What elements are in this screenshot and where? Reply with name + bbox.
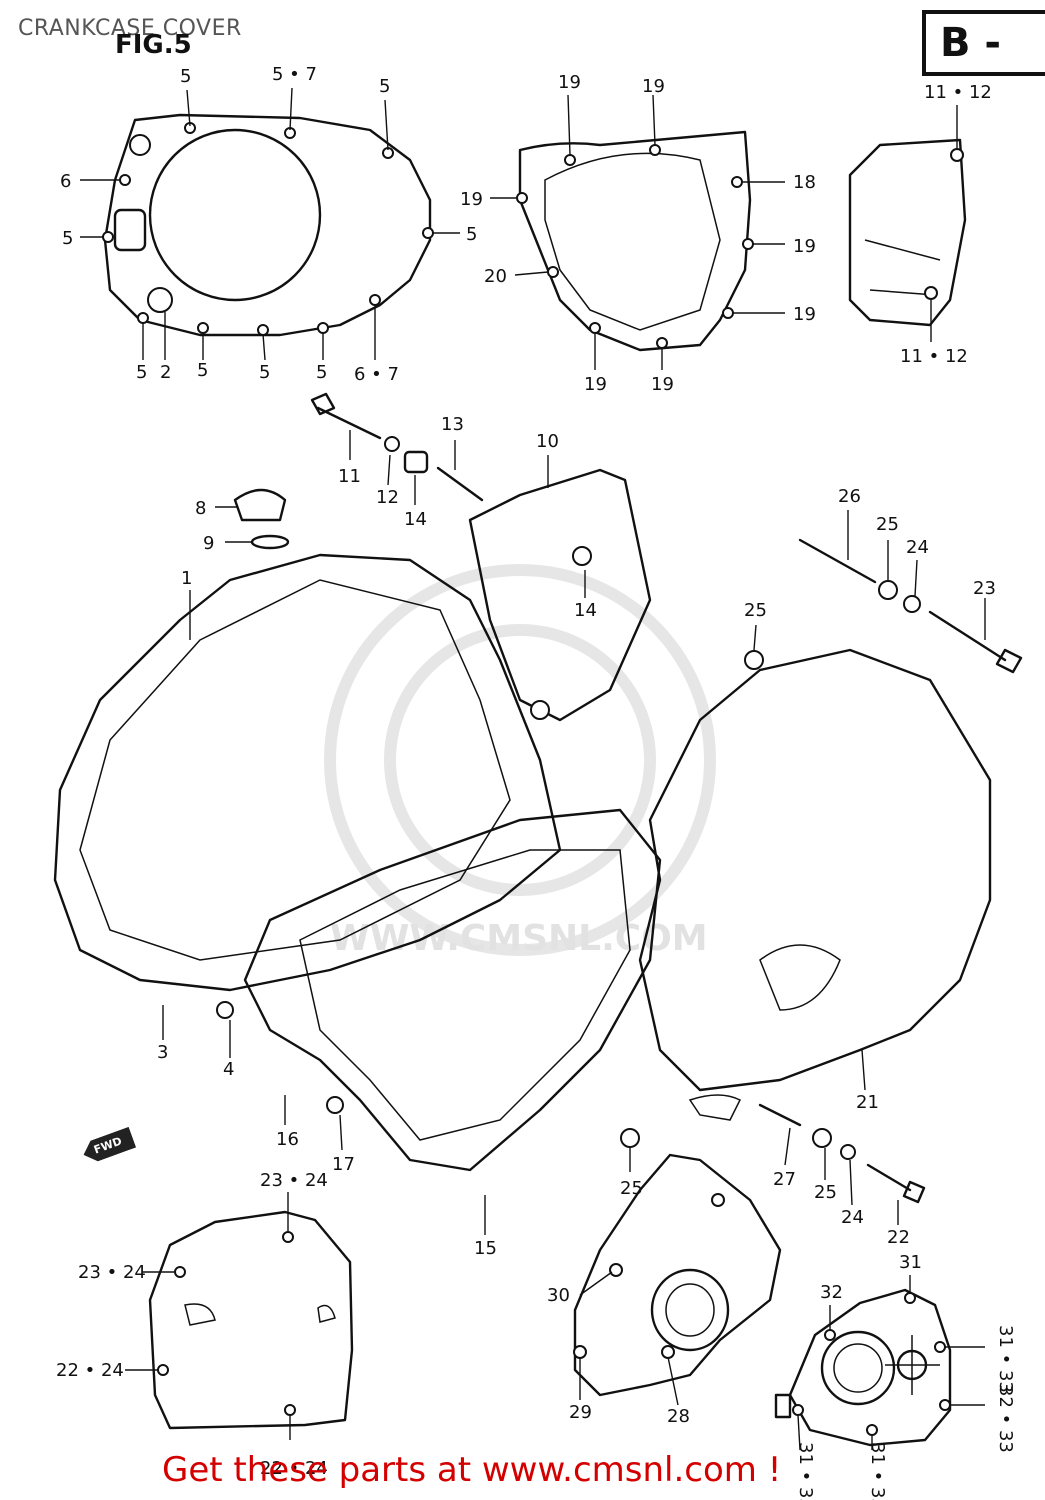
page-title: CRANKCASE COVER (18, 16, 242, 41)
callout-label: 5 (197, 360, 208, 381)
callout-label: 19 (642, 76, 665, 97)
callout-label: 18 (793, 172, 816, 193)
callout-label: 20 (484, 266, 507, 287)
callout-label: 22 • 24 (56, 1360, 124, 1381)
callout-label: 21 (856, 1092, 879, 1113)
callout-label: 5 (466, 224, 477, 245)
callout-label: 31 (899, 1252, 922, 1273)
callout-label: 23 (973, 578, 996, 599)
chain-guard (468, 468, 652, 722)
callout-label: 29 (569, 1402, 592, 1423)
callout-label: 17 (332, 1154, 355, 1175)
callout-label: 23 • 24 (260, 1170, 328, 1191)
pump-cover (774, 1288, 952, 1447)
callout-label: 23 • 24 (78, 1262, 146, 1283)
callout-label: 19 (651, 374, 674, 395)
callout-label: 19 (793, 236, 816, 257)
callout-label: 12 (376, 487, 399, 508)
callout-label: 11 • 12 (900, 346, 968, 367)
callout-label: 27 (773, 1169, 796, 1190)
hardware-pieces (233, 392, 1023, 1204)
callout-label: 5 • 7 (272, 64, 317, 85)
section-badge: B - (922, 10, 1045, 76)
callout-label: 8 (195, 498, 206, 519)
callout-label: 5 (316, 362, 327, 383)
callout-label: 32 (820, 1282, 843, 1303)
callout-label: 14 (574, 600, 597, 621)
callout-label: 25 (876, 514, 899, 535)
callout-label: 25 (620, 1178, 643, 1199)
callout-label: 2 (160, 362, 171, 383)
footer-link-text[interactable]: Get these parts at www.cmsnl.com ! (162, 1450, 782, 1490)
callout-label: 14 (404, 509, 427, 530)
callout-label: 6 (60, 171, 71, 192)
callout-label: 32 • 33 (995, 1385, 1016, 1453)
callout-label: 19 (584, 374, 607, 395)
callout-label: 15 (474, 1238, 497, 1259)
callout-label: 31 • 33 (795, 1442, 816, 1500)
callout-label: 1 (181, 568, 192, 589)
callout-label: 24 (841, 1207, 864, 1228)
lower-left-cover (148, 1210, 354, 1430)
callout-label: 5 (136, 362, 147, 383)
callout-label: 9 (203, 533, 214, 554)
callout-label: 5 (259, 362, 270, 383)
callout-label: 31 • 33 (867, 1442, 888, 1500)
callout-label: 25 (814, 1182, 837, 1203)
callout-label: 16 (276, 1129, 299, 1150)
small-cover-top-right (848, 138, 967, 327)
callout-label: 25 (744, 600, 767, 621)
callout-label: 22 (887, 1227, 910, 1248)
figure-number: FIG.5 (115, 30, 192, 60)
callout-label: 13 (441, 414, 464, 435)
callout-label: 11 • 12 (924, 82, 992, 103)
watermark-logo: WWW.CMSNL.COM (324, 564, 716, 959)
callout-label: 19 (460, 189, 483, 210)
callout-label: 19 (558, 72, 581, 93)
callout-labels: 5 5 • 7 5 6 5 5 2 5 5 5 5 6 • 7 19 19 19… (56, 64, 1016, 1500)
callout-label: 22 • 24 (260, 1458, 328, 1479)
callout-label: 4 (223, 1059, 234, 1080)
callout-label: 30 (547, 1285, 570, 1306)
callout-label: 24 (906, 537, 929, 558)
callout-label: 5 (62, 228, 73, 249)
callout-label: 5 (180, 66, 191, 87)
callout-label: 26 (838, 486, 861, 507)
callout-label: 11 (338, 466, 361, 487)
callout-label: 3 (157, 1042, 168, 1063)
callout-label: 31 • 33 (995, 1325, 1016, 1393)
callout-label: 19 (793, 304, 816, 325)
generator-cover (638, 648, 992, 1121)
callout-label: 6 • 7 (354, 364, 399, 385)
callout-label: 28 (667, 1406, 690, 1427)
callout-label: 5 (379, 76, 390, 97)
leader-lines (80, 87, 986, 1451)
sprocket-cover (516, 130, 754, 352)
clutch-cover-outer (102, 113, 434, 337)
callout-label: 10 (536, 431, 559, 452)
crankcase-gasket-assembly (53, 553, 662, 1172)
pump-housing (573, 1153, 782, 1397)
